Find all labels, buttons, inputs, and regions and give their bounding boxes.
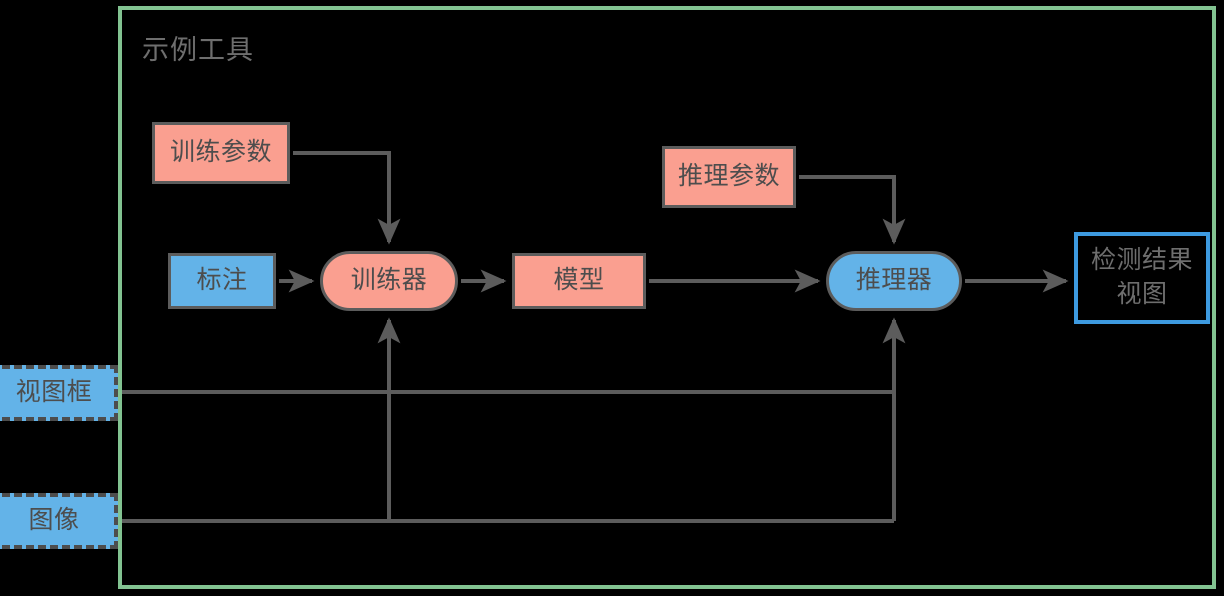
node-train-params-label: 训练参数 (169, 138, 272, 167)
node-image[interactable]: 图像 (0, 493, 118, 549)
example-tool-container (118, 6, 1216, 589)
node-image-label: 图像 (28, 506, 80, 535)
node-infer-params[interactable]: 推理参数 (662, 146, 796, 208)
node-inferencer[interactable]: 推理器 (826, 251, 962, 311)
node-view-frame-label: 视图框 (15, 378, 93, 407)
node-infer-params-label: 推理参数 (677, 162, 780, 191)
node-model[interactable]: 模型 (512, 253, 646, 309)
node-trainer-label: 训练器 (350, 266, 428, 295)
node-annotation[interactable]: 标注 (168, 253, 276, 309)
container-title: 示例工具 (142, 35, 254, 65)
node-result-view[interactable]: 检测结果 视图 (1074, 232, 1210, 324)
node-inferencer-label: 推理器 (855, 266, 933, 295)
node-result-view-label-line2: 视图 (1116, 280, 1168, 308)
node-train-params[interactable]: 训练参数 (152, 122, 290, 184)
node-model-label: 模型 (553, 266, 605, 295)
node-result-view-label-line1: 检测结果 (1090, 246, 1193, 275)
node-trainer[interactable]: 训练器 (320, 251, 458, 311)
node-view-frame[interactable]: 视图框 (0, 365, 118, 421)
node-annotation-label: 标注 (196, 266, 248, 295)
